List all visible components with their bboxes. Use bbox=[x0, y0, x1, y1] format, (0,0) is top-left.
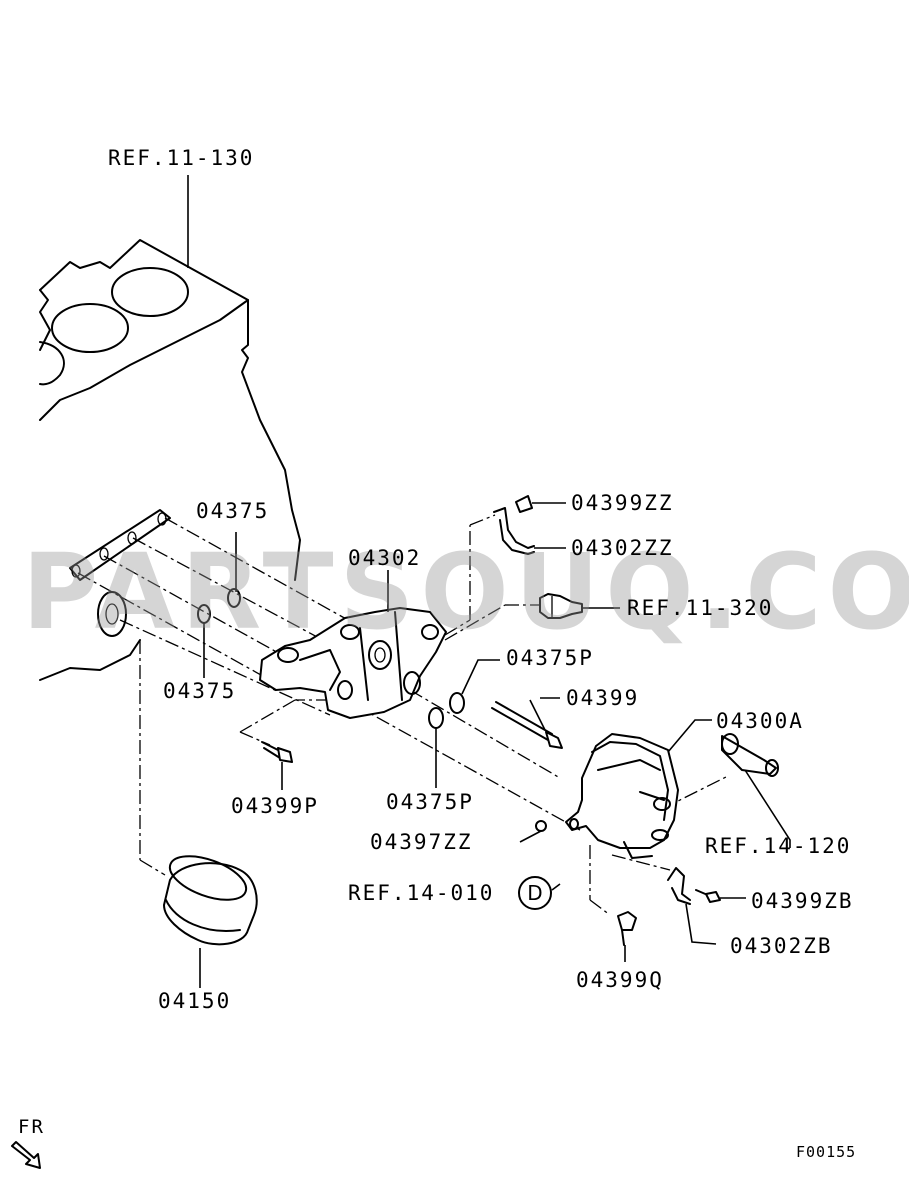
bolt-04399zz bbox=[515, 495, 566, 513]
label-04399zb: 04399ZB bbox=[751, 889, 854, 913]
label-ref-14-120: REF.14-120 bbox=[705, 834, 852, 858]
o-ring-04375p-lower bbox=[428, 707, 444, 729]
coolant-hose bbox=[721, 733, 791, 848]
label-04375-lower: 04375 bbox=[163, 679, 237, 703]
label-04302zz: 04302ZZ bbox=[571, 536, 674, 560]
label-04399: 04399 bbox=[566, 686, 640, 710]
label-04375-upper: 04375 bbox=[196, 499, 270, 523]
label-04399q: 04399Q bbox=[576, 968, 664, 992]
oil-cooler-04300a bbox=[565, 719, 712, 859]
label-04397zz: 04397ZZ bbox=[370, 830, 473, 854]
o-ring-04375p-upper bbox=[449, 692, 465, 714]
figure-code: F00155 bbox=[796, 1143, 857, 1161]
bolt-04399q bbox=[617, 911, 637, 962]
bolt-04399 bbox=[491, 697, 563, 749]
filter-bracket-04302 bbox=[259, 607, 447, 719]
oil-filter-04150 bbox=[163, 855, 258, 988]
label-04150: 04150 bbox=[158, 989, 232, 1013]
clamp-04302zz bbox=[493, 507, 566, 555]
bolt-04399zb bbox=[695, 889, 746, 903]
label-04302: 04302 bbox=[348, 546, 422, 570]
clamp-04302zb bbox=[667, 867, 717, 945]
block-mounting-face bbox=[69, 509, 171, 637]
label-ref-11-320: REF.11-320 bbox=[627, 596, 774, 620]
oil-pressure-sensor bbox=[539, 593, 620, 619]
label-04375p-upper: 04375P bbox=[506, 646, 594, 670]
direction-arrow-icon bbox=[11, 1141, 41, 1169]
label-04375p-lower: 04375P bbox=[386, 790, 474, 814]
bolt-04399p bbox=[261, 741, 293, 790]
label-04300a: 04300A bbox=[716, 709, 804, 733]
direction-label: FR bbox=[18, 1116, 45, 1138]
o-ring-04375-upper bbox=[227, 588, 241, 608]
label-ref-14-010: REF.14-010 bbox=[348, 881, 495, 905]
engine-block bbox=[39, 239, 301, 681]
label-04399zz: 04399ZZ bbox=[571, 491, 674, 515]
label-04399p: 04399P bbox=[231, 794, 319, 818]
label-04302zb: 04302ZB bbox=[730, 934, 833, 958]
label-ref-11-130: REF.11-130 bbox=[108, 146, 255, 170]
center-lines bbox=[77, 514, 729, 916]
circle-marker-d: D bbox=[518, 876, 552, 910]
nut-04397zz bbox=[519, 820, 547, 843]
